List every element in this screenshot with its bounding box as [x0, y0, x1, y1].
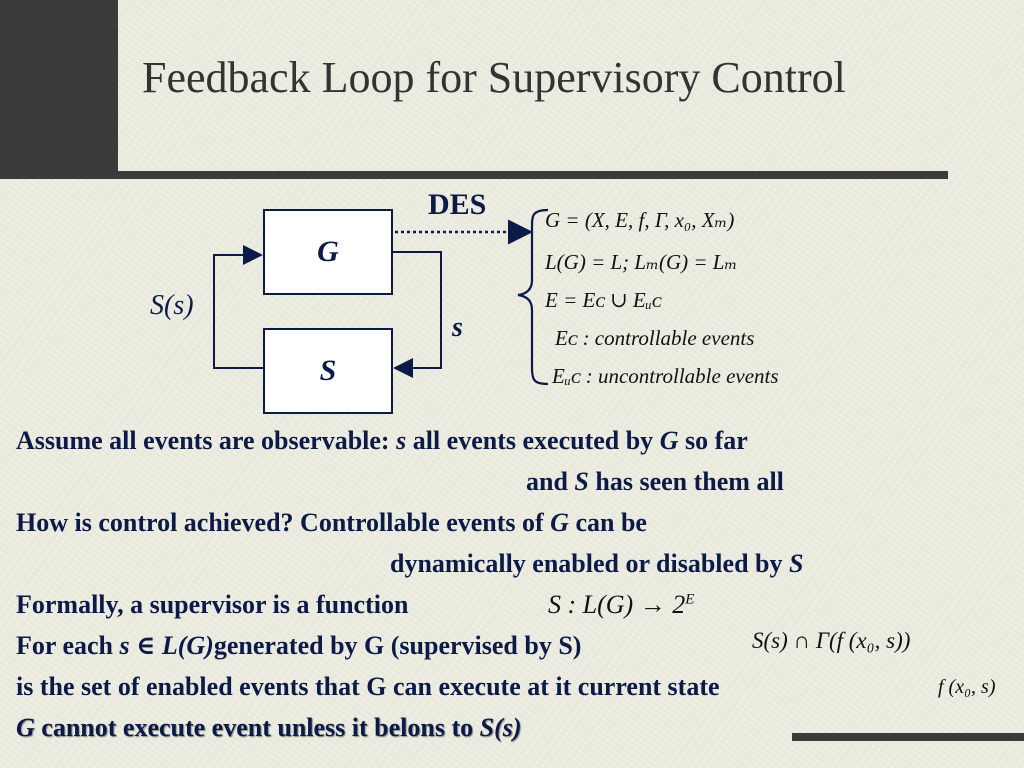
definition-controllable: Eᴄ : controllable events	[555, 326, 755, 350]
plant-box: G	[263, 209, 393, 295]
supervisor-function-formula: S : L(G) → 2E	[548, 590, 695, 619]
control-input-label: S(s)	[150, 290, 194, 321]
body-line-5: Formally, a supervisor is a function	[16, 590, 409, 619]
body-line-7: is the set of enabled events that G can …	[16, 672, 720, 701]
definition-uncontrollable: Eᵤᴄ : uncontrollable events	[552, 364, 779, 388]
enabled-events-formula: S(s) ∩ Γ(f (x₀, s))	[752, 628, 911, 653]
des-label: DES	[428, 188, 487, 221]
decor-vertical-bar	[0, 0, 118, 178]
body-line-8: G cannot execute event unless it belons …	[16, 713, 522, 742]
body-line-4: dynamically enabled or disabled by S	[390, 549, 804, 578]
event-string-label: s	[452, 312, 463, 343]
current-state-formula: f (x₀, s)	[938, 676, 996, 698]
decor-bottom-bar	[792, 733, 1024, 741]
body-line-1: Assume all events are observable: s all …	[16, 426, 748, 455]
body-line-2: and S has seen them all	[526, 467, 784, 496]
decor-horizontal-bar	[0, 171, 948, 179]
body-line-3: How is control achieved? Controllable ev…	[16, 508, 647, 537]
slide-title: Feedback Loop for Supervisory Control	[142, 53, 846, 102]
definitions-brace	[517, 208, 549, 386]
supervisor-box: S	[263, 328, 393, 414]
definition-languages: L(G) = L; Lₘ(G) = Lₘ	[545, 250, 738, 274]
definition-automaton: G = (X, E, f, Γ, x₀, Xₘ)	[545, 208, 735, 232]
body-line-6: For each s ∈ L(G)generated by G (supervi…	[16, 631, 582, 660]
definition-event-partition: E = Eᴄ ∪ Eᵤᴄ	[545, 288, 662, 312]
event-arrow	[393, 251, 442, 378]
control-arrow	[213, 245, 263, 369]
